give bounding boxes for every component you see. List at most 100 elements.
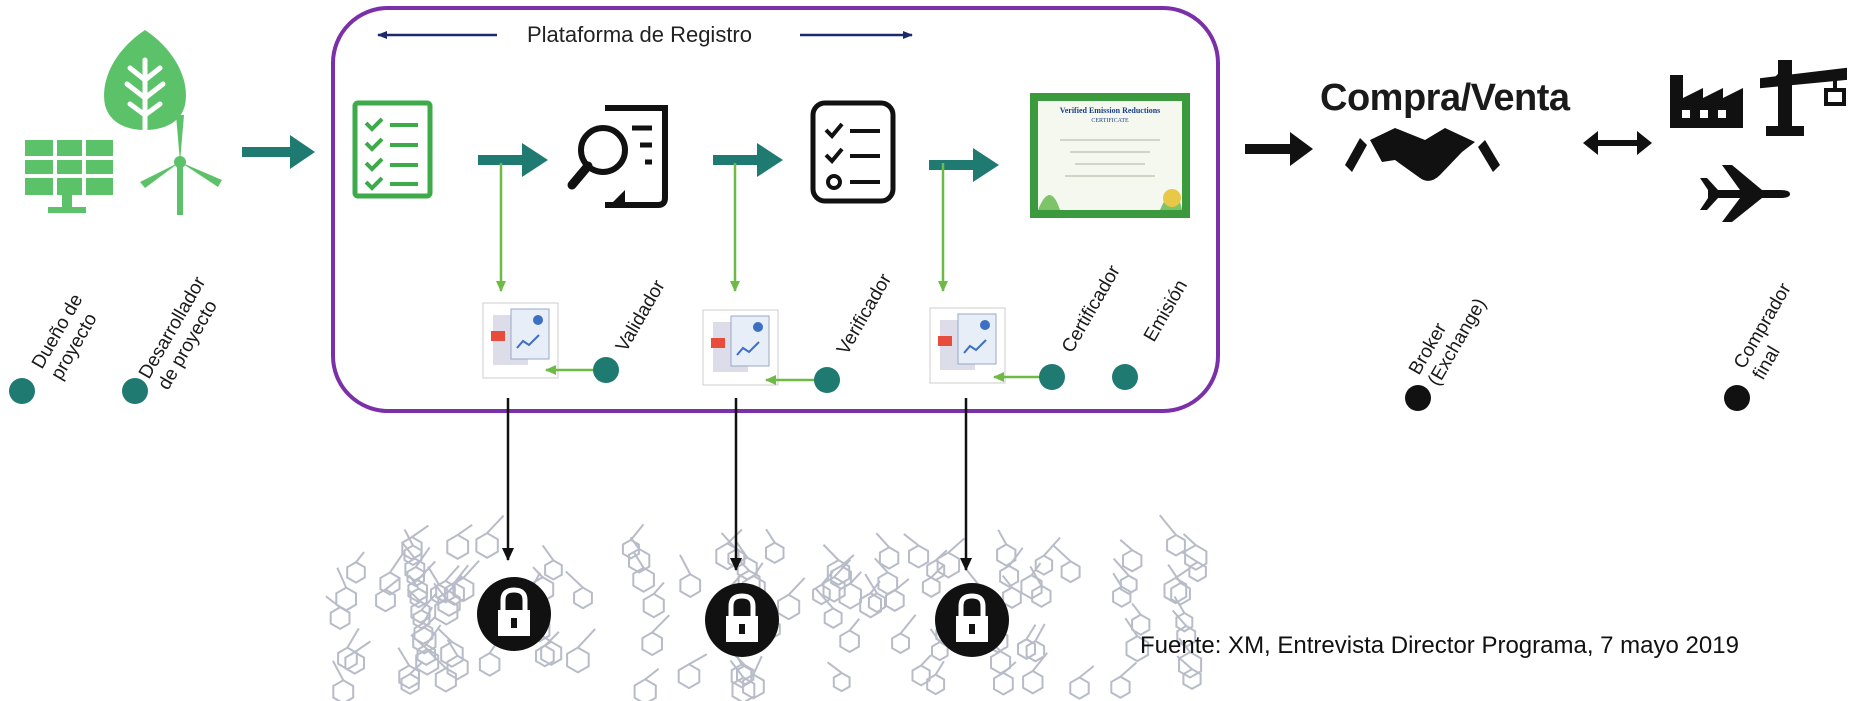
chain-link [840,554,855,567]
chain-link [423,616,436,629]
source-caption: Fuente: XM, Entrevista Director Programa… [1140,632,1739,659]
chain-node [1122,548,1143,573]
chain-node [1163,576,1188,605]
chain-node [410,600,431,624]
chain-link [532,566,544,578]
chain-node [812,583,831,606]
chain-node [736,664,755,686]
chain-node [926,673,946,696]
chain-link [402,542,416,560]
chain-link [934,660,945,676]
chain-node [993,671,1014,696]
chain-node [1031,584,1052,608]
chain-link [1052,544,1072,563]
chain-node [679,573,702,599]
chain-node [632,566,655,593]
chain-link [1119,539,1133,551]
chain-link [1176,655,1193,670]
chain-link [416,560,437,581]
chain-link [688,653,708,666]
chain-node [731,676,756,701]
chain-link [920,654,932,667]
wind-turbine-icon [140,115,222,215]
chain-node [877,571,899,596]
chain-node [885,589,905,612]
chain-node [628,547,651,574]
chain-link [826,661,843,674]
chain-node [415,648,440,676]
chain-node [908,544,930,569]
chain-node [344,651,365,675]
certificate-image: Verified Emission Reductions CERTIFICATE [1030,93,1190,218]
chain-node [407,578,428,603]
chain-node [878,546,900,570]
lock-icons [477,577,1009,657]
chain-node [911,664,931,687]
chain-node [379,571,401,596]
chain-node [1022,669,1044,695]
certificate-subheading: CERTIFICATE [1091,118,1129,124]
platform-title: Plataforma de Registro [513,22,766,48]
chain-link [765,528,776,544]
chain-link [332,660,345,681]
chain-link [486,514,505,534]
chain-node [838,582,862,610]
chain-link [577,628,596,649]
chain-node [999,564,1020,588]
chain-link [422,606,434,624]
chain-node [730,663,753,689]
chain-node [1060,560,1081,584]
airplane-icon [1700,165,1790,222]
chain-link [849,571,862,585]
chain-link [1131,602,1142,616]
chain-link [864,573,878,594]
chain-node [1002,586,1022,609]
chain-link [1025,624,1037,640]
chain-node [715,542,740,571]
chain-node [1125,635,1150,663]
chain-node [839,629,860,654]
chain-link [403,529,414,546]
chain-link [1078,665,1095,679]
chain-node [412,626,437,655]
chain-node [1119,574,1138,595]
chain-node [926,559,946,582]
chain-node [1110,675,1131,699]
chain-link [336,567,348,589]
chain-link [437,628,453,643]
chain-node [826,558,851,586]
registration-checklist-icon [352,100,433,199]
chain-link [1034,623,1046,642]
green-left-arrows [545,365,1040,385]
chain-link [541,544,555,561]
chain-link [444,565,460,582]
market-arrow [1245,132,1313,166]
chain-node [936,551,961,579]
chain-node [446,654,469,681]
market-title: Compra/Venta [1320,77,1570,119]
chain-node [540,640,563,667]
chain-link [875,532,890,549]
chain-node [332,679,355,701]
chain-link [874,557,889,574]
chain-link [822,544,840,561]
chain-node [1182,667,1202,691]
chain-node [823,607,843,629]
chain-link [420,592,438,611]
chain-node [633,678,657,701]
chain-link [408,574,420,590]
chain-link [833,558,852,578]
factory-icon [1670,75,1743,128]
chain-node [1017,638,1036,660]
verification-checklist-icon [810,100,896,204]
actor-dots-teal [9,357,1138,404]
chain-node [641,631,663,657]
chain-node [404,557,426,582]
chain-node [478,651,501,677]
chain-link [384,577,401,591]
chain-link [565,570,584,589]
chain-link [462,559,480,579]
chain-node [375,588,396,613]
chain-link [1119,661,1138,678]
